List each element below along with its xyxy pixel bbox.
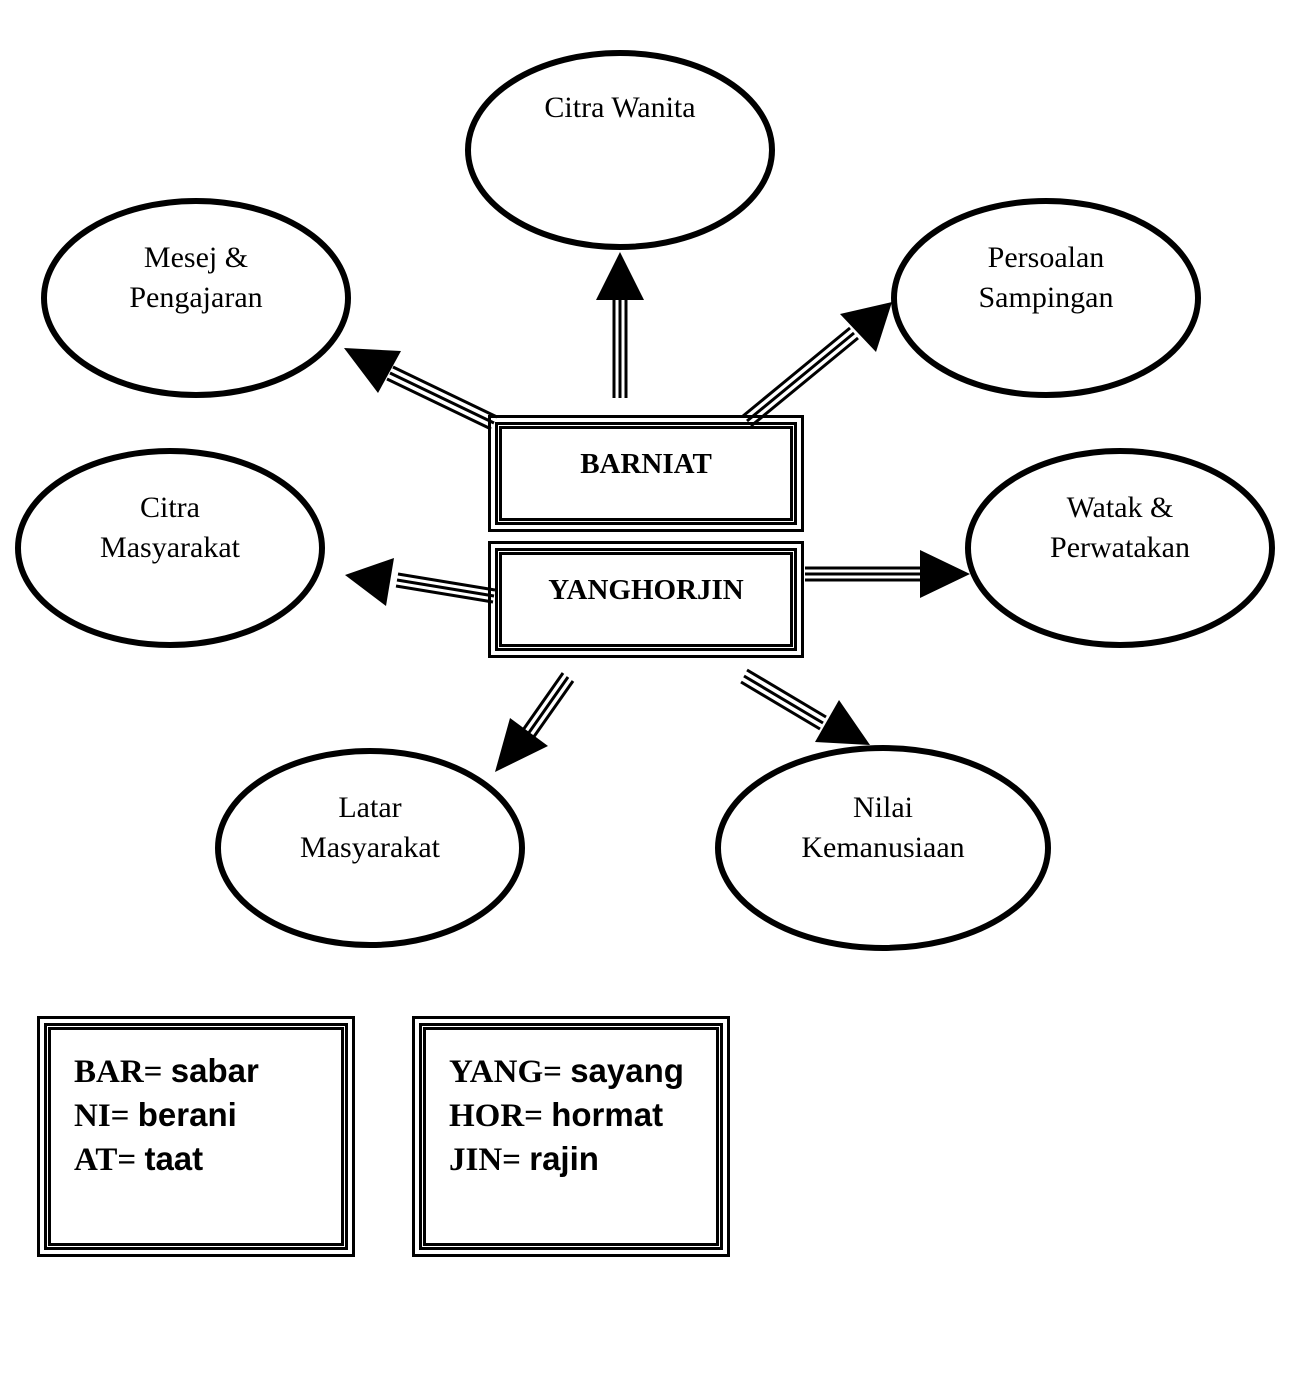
node-latar: Latar Masyarakat xyxy=(220,788,520,868)
node-nilai-line1: Nilai xyxy=(853,791,913,824)
legend-word: sayang xyxy=(570,1052,684,1089)
legend-word: sabar xyxy=(170,1052,259,1089)
arrow-to-latar xyxy=(495,672,575,772)
legend-key: AT= xyxy=(74,1142,137,1178)
ellipse-mesej xyxy=(41,198,351,398)
legend-key: HOR= xyxy=(449,1098,543,1134)
arrow-to-citra-masyarakat xyxy=(345,558,496,606)
node-latar-line2: Masyarakat xyxy=(300,831,440,864)
node-watak: Watak & Perwatakan xyxy=(970,488,1270,568)
center-label-yanghorjin: YANGHORJIN xyxy=(548,574,744,606)
arrow-to-persoalan xyxy=(742,302,892,428)
ellipse-citra-masyarakat xyxy=(15,448,325,648)
legend-key: YANG= xyxy=(449,1054,562,1090)
arrow-to-watak xyxy=(805,550,970,598)
arrow-to-mesej xyxy=(344,348,498,431)
legend-box-barniat: BAR= sabar NI= berani AT= taat xyxy=(37,1016,355,1257)
node-nilai-line2: Kemanusiaan xyxy=(801,831,965,864)
node-citra-wanita: Citra Wanita xyxy=(470,88,770,128)
legend-word: taat xyxy=(144,1140,204,1177)
legend-row: HOR= hormat xyxy=(449,1093,663,1138)
legend-key: NI= xyxy=(74,1098,130,1134)
legend-key: BAR= xyxy=(74,1054,163,1090)
node-latar-line1: Latar xyxy=(338,791,402,824)
ellipse-citra-wanita xyxy=(465,50,775,250)
legend-row: BAR= sabar xyxy=(74,1049,259,1094)
arrow-to-citra-wanita xyxy=(596,252,644,398)
node-nilai: Nilai Kemanusiaan xyxy=(723,788,1043,868)
arrow-to-nilai xyxy=(740,668,870,745)
center-label-barniat: BARNIAT xyxy=(580,448,712,480)
node-watak-line2: Perwatakan xyxy=(1050,531,1190,564)
node-persoalan-line1: Persoalan xyxy=(987,241,1105,274)
node-persoalan-line2: Sampingan xyxy=(978,281,1114,314)
ellipse-latar xyxy=(215,748,525,948)
legend-row: AT= taat xyxy=(74,1137,203,1182)
legend-box-yanghorjin: YANG= sayang HOR= hormat JIN= rajin xyxy=(412,1016,730,1257)
center-box-yanghorjin: YANGHORJIN xyxy=(488,541,804,658)
legend-key: JIN= xyxy=(449,1142,521,1178)
node-mesej-line1: Mesej & xyxy=(143,241,249,274)
legend-word: rajin xyxy=(529,1140,599,1177)
legend-word: hormat xyxy=(551,1096,664,1133)
legend-row: YANG= sayang xyxy=(449,1049,684,1094)
node-mesej-line2: Pengajaran xyxy=(129,281,263,314)
legend-row: NI= berani xyxy=(74,1093,237,1138)
legend-word: berani xyxy=(137,1096,237,1133)
ellipse-watak xyxy=(965,448,1275,648)
node-citra-wanita-line1: Citra Wanita xyxy=(544,91,696,124)
node-citra-masyarakat-line1: Citra xyxy=(140,491,200,524)
node-watak-line1: Watak & xyxy=(1066,491,1174,524)
node-persoalan: Persoalan Sampingan xyxy=(896,238,1196,318)
ellipse-nilai xyxy=(715,745,1051,951)
ellipse-persoalan xyxy=(891,198,1201,398)
node-citra-masyarakat: Citra Masyarakat xyxy=(20,488,320,568)
legend-row: JIN= rajin xyxy=(449,1137,599,1182)
center-box-barniat: BARNIAT xyxy=(488,415,804,532)
node-citra-masyarakat-line2: Masyarakat xyxy=(100,531,240,564)
node-mesej: Mesej & Pengajaran xyxy=(46,238,346,318)
